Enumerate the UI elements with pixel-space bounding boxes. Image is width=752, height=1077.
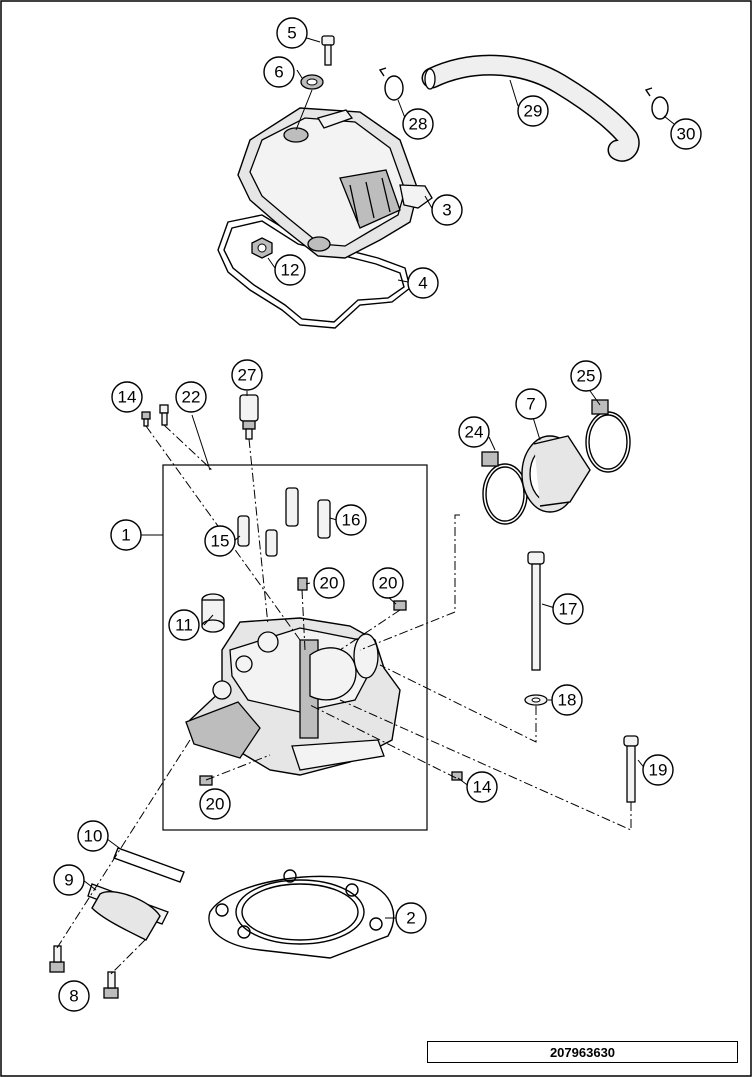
- long-head-bolt: [527, 551, 545, 671]
- svg-text:3: 3: [442, 201, 451, 220]
- svg-text:27: 27: [238, 366, 257, 385]
- svg-text:11: 11: [175, 616, 193, 635]
- hose-clamp-left: [378, 67, 404, 101]
- plug-screw-right: [393, 600, 407, 611]
- svg-text:15: 15: [211, 532, 230, 551]
- callout-19: 19: [642, 754, 674, 786]
- callout-5: 5: [276, 17, 308, 49]
- intake-clamp-left: [481, 451, 528, 525]
- svg-text:20: 20: [206, 795, 225, 814]
- svg-text:7: 7: [526, 395, 535, 414]
- callout-20-top: 20: [313, 567, 345, 599]
- temperature-sensor: [159, 404, 169, 426]
- callout-28: 28: [402, 108, 434, 140]
- valve-guides: [237, 487, 331, 557]
- svg-text:20: 20: [379, 574, 398, 593]
- callout-30: 30: [670, 118, 702, 150]
- svg-text:18: 18: [558, 691, 577, 710]
- cylinder-head: [185, 617, 401, 776]
- callout-22: 22: [175, 381, 207, 413]
- cylinder-head-assembly-box: [162, 464, 428, 831]
- cover-bolt: [321, 35, 335, 66]
- svg-text:28: 28: [409, 115, 428, 134]
- sealing-washer: [300, 74, 324, 90]
- svg-text:10: 10: [84, 827, 103, 846]
- cam-chain-tensioner-plug: [201, 593, 225, 633]
- pressure-sensor: [239, 394, 259, 440]
- breather-hose: [421, 54, 640, 162]
- callout-15: 15: [204, 525, 236, 557]
- callout-1: 1: [110, 519, 142, 551]
- svg-text:14: 14: [473, 778, 492, 797]
- svg-text:16: 16: [342, 511, 361, 530]
- svg-text:24: 24: [465, 423, 484, 442]
- svg-text:20: 20: [320, 574, 339, 593]
- intake-rubber-flange: [521, 435, 591, 513]
- plug-screw-bottom: [199, 775, 213, 786]
- callout-18: 18: [551, 684, 583, 716]
- svg-text:14: 14: [118, 388, 137, 407]
- flange-bolt-left: [49, 945, 65, 973]
- svg-text:8: 8: [69, 987, 78, 1006]
- callout-8: 8: [58, 980, 90, 1012]
- valve-cover: [237, 107, 433, 259]
- drawing-number: 207963630: [427, 1041, 738, 1063]
- svg-text:30: 30: [677, 125, 696, 144]
- callout-20-bottom: 20: [199, 788, 231, 820]
- exhaust-flange: [87, 883, 169, 941]
- callout-4: 4: [407, 267, 439, 299]
- callout-24: 24: [458, 416, 490, 448]
- callout-10: 10: [77, 820, 109, 852]
- cylinder-head-gasket: [208, 869, 395, 959]
- callout-14-bottom: 14: [466, 771, 498, 803]
- callout-7: 7: [515, 388, 547, 420]
- hose-clamp-right: [644, 87, 669, 120]
- svg-text:29: 29: [524, 102, 543, 121]
- callout-2: 2: [395, 902, 427, 934]
- svg-text:4: 4: [418, 274, 427, 293]
- svg-text:12: 12: [281, 261, 300, 280]
- svg-text:25: 25: [577, 367, 596, 386]
- callout-11: 11: [168, 609, 200, 641]
- callout-14-top: 14: [111, 381, 143, 413]
- plug-screw-top: [297, 577, 308, 591]
- short-head-bolt: [623, 735, 639, 803]
- plug-screw: [141, 411, 151, 427]
- callout-16: 16: [335, 504, 367, 536]
- callout-3: 3: [431, 194, 463, 226]
- callout-6: 6: [263, 56, 295, 88]
- plug-screw-lower-right: [451, 771, 463, 781]
- flange-bolt-right: [103, 971, 119, 999]
- svg-text:17: 17: [559, 600, 578, 619]
- svg-text:6: 6: [274, 63, 283, 82]
- exhaust-gasket: [113, 847, 185, 883]
- callout-29: 29: [517, 95, 549, 127]
- callout-17: 17: [552, 593, 584, 625]
- callout-25: 25: [570, 360, 602, 392]
- svg-text:19: 19: [649, 761, 668, 780]
- callout-9: 9: [53, 864, 85, 896]
- bolt-washer: [524, 694, 548, 706]
- callout-27: 27: [231, 359, 263, 391]
- intake-clamp-right: [585, 399, 631, 473]
- cover-nut: [251, 237, 273, 259]
- svg-text:22: 22: [182, 388, 201, 407]
- callout-20-right: 20: [372, 567, 404, 599]
- svg-text:9: 9: [64, 871, 73, 890]
- svg-text:1: 1: [121, 526, 130, 545]
- svg-text:5: 5: [287, 24, 296, 43]
- svg-text:2: 2: [406, 909, 415, 928]
- callout-12: 12: [274, 254, 306, 286]
